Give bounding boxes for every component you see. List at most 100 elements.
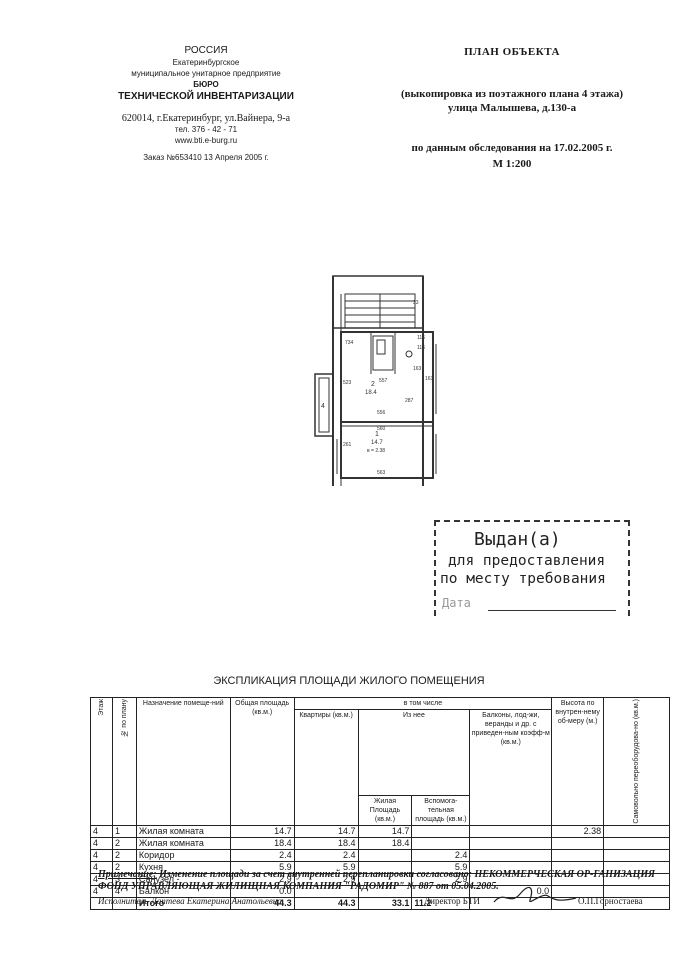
stamp-line-issued: Выдан(а)	[474, 529, 561, 550]
cell-living	[357, 848, 413, 862]
cell-apt: 14.7	[293, 824, 359, 838]
cell-aux	[411, 836, 471, 850]
plan-dim-label: 116	[417, 345, 425, 351]
header-auxiliary: Вспомога-тельная площадь (кв.м.)	[411, 794, 471, 826]
note-text: Изменение площади за счет внутренней пер…	[98, 869, 656, 892]
cell-height: 2.38	[551, 824, 605, 838]
cell-name: Коридор	[135, 848, 231, 862]
total-living: 33.1	[357, 896, 413, 910]
cell-floor: 4	[90, 824, 113, 838]
plan-dim-label: 116	[417, 335, 425, 341]
cell-name: Жилая комната	[135, 824, 231, 838]
cell-apt: 2.4	[293, 848, 359, 862]
room-area: 14.7	[371, 440, 383, 446]
org-type: муниципальное унитарное предприятие	[131, 69, 281, 78]
director-signature	[493, 886, 577, 903]
org-name-1: БЮРО	[193, 80, 219, 89]
explication-title: ЭКСПЛИКАЦИЯ ПЛОЩАДИ ЖИЛОГО ПОМЕЩЕНИЯ	[213, 675, 485, 687]
plan-dim-label: 163	[425, 376, 434, 382]
plan-title: ПЛАН ОБЪЕКТА	[464, 46, 560, 58]
explication-table: Этаж № по плану Назначение помеще-ний Об…	[90, 697, 670, 910]
plan-header: ПЛАН ОБЪЕКТА (выкопировка из поэтажного …	[382, 46, 642, 170]
plan-dim-label: 734	[345, 340, 354, 346]
cell-floor: 4	[90, 848, 113, 862]
header-total-area: Общая площадь (кв.м.)	[229, 697, 295, 826]
note-label: Примечание:	[98, 869, 157, 880]
cell-living: 14.7	[357, 824, 413, 838]
room-height: в = 2.38	[367, 448, 385, 454]
cell-height	[551, 836, 605, 850]
plan-dim-label: 560	[377, 426, 386, 432]
cell-total: 2.4	[229, 848, 295, 862]
cell-aux: 2.4	[411, 848, 471, 862]
header-of-them: Из нее	[357, 709, 471, 796]
cell-balc	[469, 836, 553, 850]
header-balconies: Балконы, лод-жи, веранды и др. с приведе…	[469, 709, 553, 826]
cell-total: 18.4	[229, 836, 295, 850]
issued-stamp: Выдан(а) для предоставления по месту тре…	[434, 520, 630, 616]
website: www.bti.e-burg.ru	[174, 136, 238, 145]
plan-dim-label: 563	[377, 470, 386, 476]
cell-no: 1	[111, 824, 137, 838]
cell-height	[551, 848, 605, 862]
room-number: 1	[375, 431, 379, 438]
plan-dim-label: 287	[405, 398, 414, 404]
cell-balc	[469, 848, 553, 862]
stamp-line-purpose: для предоставления	[448, 553, 606, 569]
street-address: улица Малышева, д.130-а	[447, 102, 577, 114]
header-including: в том числе	[293, 697, 553, 710]
header-apartments: Квартиры (кв.м.)	[293, 709, 359, 826]
header-floor: Этаж	[90, 697, 113, 826]
cell-name: Жилая комната	[135, 836, 231, 850]
director-name: О.П.Горностаева	[578, 896, 643, 906]
cell-apt: 18.4	[293, 836, 359, 850]
country: РОССИЯ	[184, 45, 228, 56]
survey-date: по данным обследования на 17.02.2005 г.	[411, 142, 613, 154]
header-self-rebuilt: Самовольно переоборудова-но (кв.м.)	[603, 697, 670, 826]
cell-self-rebuilt	[603, 848, 670, 862]
cell-living: 18.4	[357, 836, 413, 850]
stamp-date-label: Дата	[442, 596, 471, 610]
header-living: Жилая Площадь (кв.м.)	[357, 794, 413, 826]
plan-dim-label: 556	[377, 410, 386, 416]
cell-total: 14.7	[229, 824, 295, 838]
cell-floor: 4	[90, 836, 113, 850]
city: Екатеринбургское	[172, 58, 240, 67]
cell-self-rebuilt	[603, 836, 670, 850]
cell-self-rebuilt	[603, 824, 670, 838]
plan-dim-label: 163	[413, 366, 422, 372]
header-purpose: Назначение помеще-ний	[135, 697, 231, 826]
org-name-2: ТЕХНИЧЕСКОЙ ИНВЕНТАРИЗАЦИИ	[118, 91, 294, 102]
total-auxiliary: 11.2	[411, 896, 471, 910]
total-apartments: 44.3	[293, 896, 359, 910]
header-plan-no: № по плану	[111, 697, 137, 826]
stamp-line-place: по месту требования	[440, 571, 606, 587]
plan-dim-label: 557	[379, 378, 388, 384]
plan-scale: М 1:200	[492, 158, 532, 170]
table-total-row: Итого 44.3 44.3 33.1 11.2	[90, 896, 670, 910]
cell-no: 2	[111, 836, 137, 850]
plan-dim-label: 523	[343, 380, 352, 386]
director-label: Директор БТИ	[424, 896, 480, 906]
cell-balc	[469, 824, 553, 838]
floor-plan-drawing: 33 734 116 116 163 557 163 523 287 556 5…	[314, 275, 437, 486]
balcony-number: 4	[321, 403, 325, 410]
executor: Исполнитель Лаптева Екатерина Анатольевн…	[98, 896, 282, 906]
header-height: Высота по внутрен-нему об-меру (м.)	[551, 697, 605, 826]
stamp-date-line	[488, 610, 616, 611]
plan-dim-label: 261	[343, 442, 352, 448]
room-area: 18.4	[365, 390, 377, 396]
organization-header: РОССИЯ Екатеринбургское муниципальное ун…	[95, 44, 317, 163]
plan-subtitle: (выкопировка из поэтажного плана 4 этажа…	[400, 88, 624, 100]
cell-aux	[411, 824, 471, 838]
room-number: 2	[371, 381, 375, 388]
note: Примечание: Изменение площади за счет вн…	[98, 869, 678, 893]
address: 620014, г.Екатеринбург, ул.Вайнера, 9-а	[121, 113, 291, 124]
order-number: Заказ №653410 13 Апреля 2005 г.	[143, 153, 269, 162]
cell-no: 2	[111, 848, 137, 862]
phone: тел. 376 - 42 - 71	[174, 125, 238, 134]
